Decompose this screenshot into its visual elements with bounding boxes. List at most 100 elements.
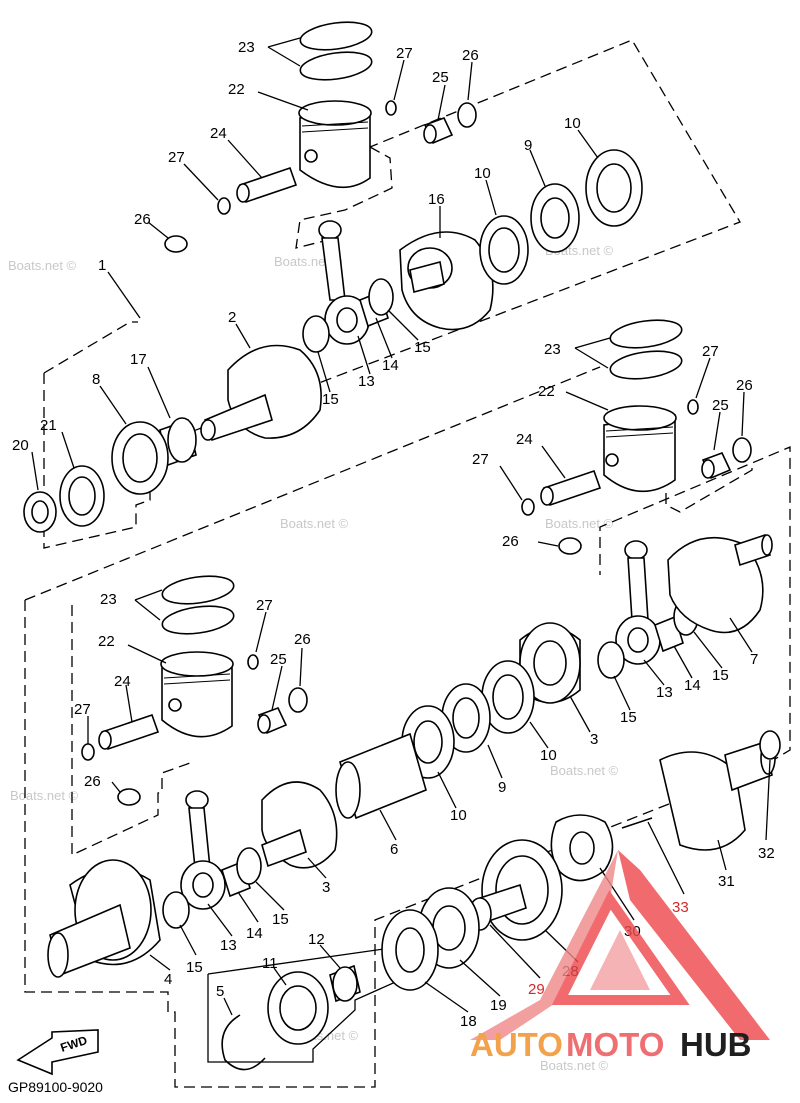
part-label: 27: [256, 597, 273, 614]
washer-icon: [117, 788, 141, 806]
washer-icon: [164, 235, 188, 253]
part-label: 29: [528, 981, 545, 998]
snap-ring-5: [221, 1014, 266, 1071]
watermark: Boats.net ©: [545, 516, 614, 531]
piston-left: [160, 651, 234, 738]
part-label: 18: [460, 1013, 477, 1030]
nut-20: [23, 491, 57, 533]
part-label: 10: [540, 747, 557, 764]
part-label: 33: [672, 899, 689, 916]
triangle-logo-icon: [470, 850, 770, 1040]
brand-part-hub: HUB: [680, 1026, 752, 1063]
needle-bearing-small-left: [257, 706, 288, 735]
part-label: 3: [322, 879, 330, 896]
crank-half-7: [667, 533, 773, 634]
part-label: 16: [428, 191, 445, 208]
bearing-10-middle-a: [481, 660, 535, 734]
part-label: 25: [712, 397, 729, 414]
part-label: 23: [100, 591, 117, 608]
part-label: 17: [130, 351, 147, 368]
part-label: 26: [134, 211, 151, 228]
part-label: 23: [238, 39, 255, 56]
washer-icon: [558, 537, 582, 555]
thrust-washer-icon: [368, 278, 394, 316]
part-label: 13: [220, 937, 237, 954]
bearing-10-top-a: [479, 215, 529, 285]
part-label: 22: [538, 383, 555, 400]
part-label: 32: [758, 845, 775, 862]
piston-pin-top: [236, 166, 298, 204]
part-label: 14: [382, 357, 399, 374]
part-label: 1: [98, 257, 106, 274]
part-label: 10: [450, 807, 467, 824]
brand-logo: AUTO MOTO HUB: [470, 850, 770, 1063]
part-label: 31: [718, 873, 735, 890]
part-label: 11: [262, 955, 278, 972]
part-label: 2: [228, 309, 236, 326]
leader-lines: [31, 37, 771, 1016]
part-label: 26: [294, 631, 311, 648]
crank-web-16: [399, 231, 494, 331]
part-label: 20: [12, 437, 29, 454]
frame-middle-inner: [71, 605, 191, 857]
watermark: Boats.net ©: [550, 763, 619, 778]
oil-seal-9-top: [530, 183, 580, 253]
seal-18: [381, 909, 439, 991]
part-label: 12: [308, 931, 325, 948]
thrust-washer-icon: [162, 891, 190, 929]
part-label: 25: [432, 69, 449, 86]
bearing-17: [159, 417, 197, 467]
piston-ring-set-top: [299, 21, 373, 81]
frame-bearing-assembly: [207, 974, 401, 1063]
thrust-washer-icon: [597, 641, 625, 679]
part-label: 26: [502, 533, 519, 550]
piston-right: [603, 405, 677, 493]
seal-32: [759, 730, 781, 760]
part-label: 27: [74, 701, 91, 718]
part-label: 15: [272, 911, 289, 928]
pin-33: [621, 817, 653, 829]
part-label: 15: [186, 959, 203, 976]
circlip-icon: [247, 654, 259, 670]
bearing-10-top-b: [585, 149, 643, 227]
part-label: 6: [390, 841, 398, 858]
part-label: 23: [544, 341, 561, 358]
circlip-icon: [521, 498, 535, 516]
part-label: 24: [210, 125, 227, 142]
circlip-icon: [385, 100, 397, 116]
bearing-8: [111, 421, 169, 495]
watermark: Boats.net ©: [10, 788, 79, 803]
connecting-rod-top: [318, 220, 370, 345]
thrust-washer-icon: [302, 315, 330, 353]
part-label: 24: [516, 431, 533, 448]
part-label: 19: [490, 997, 507, 1014]
washer-icon: [457, 102, 477, 128]
seal-21: [59, 465, 105, 527]
part-label: 26: [84, 773, 101, 790]
part-label: 15: [322, 391, 339, 408]
part-label: 15: [712, 667, 729, 684]
watermark: Boats.net ©: [280, 516, 349, 531]
washer-icon: [732, 437, 752, 463]
piston-ring-set-left: [161, 575, 235, 635]
needle-bearing-small-right: [701, 451, 732, 480]
watermark: Boats.net ©: [540, 1058, 609, 1073]
part-code: GP89100-9020: [8, 1079, 103, 1095]
connecting-rod-left: [180, 790, 226, 910]
circlip-icon: [217, 197, 231, 215]
part-label: 7: [750, 651, 758, 668]
part-label: 10: [474, 165, 491, 182]
circlip-icon: [687, 399, 699, 415]
connecting-rod-right: [615, 540, 661, 665]
fwd-arrow-icon: FWD: [16, 1029, 99, 1076]
frame-top-assembly-left: [43, 321, 138, 374]
piston-pin-left: [98, 713, 160, 751]
part-label: 27: [168, 149, 185, 166]
part-label: 21: [40, 417, 57, 434]
thrust-washer-icon: [236, 847, 262, 885]
part-label: 22: [98, 633, 115, 650]
part-label: 5: [216, 983, 224, 1000]
crank-half-2: [200, 344, 322, 442]
part-label: 14: [246, 925, 263, 942]
